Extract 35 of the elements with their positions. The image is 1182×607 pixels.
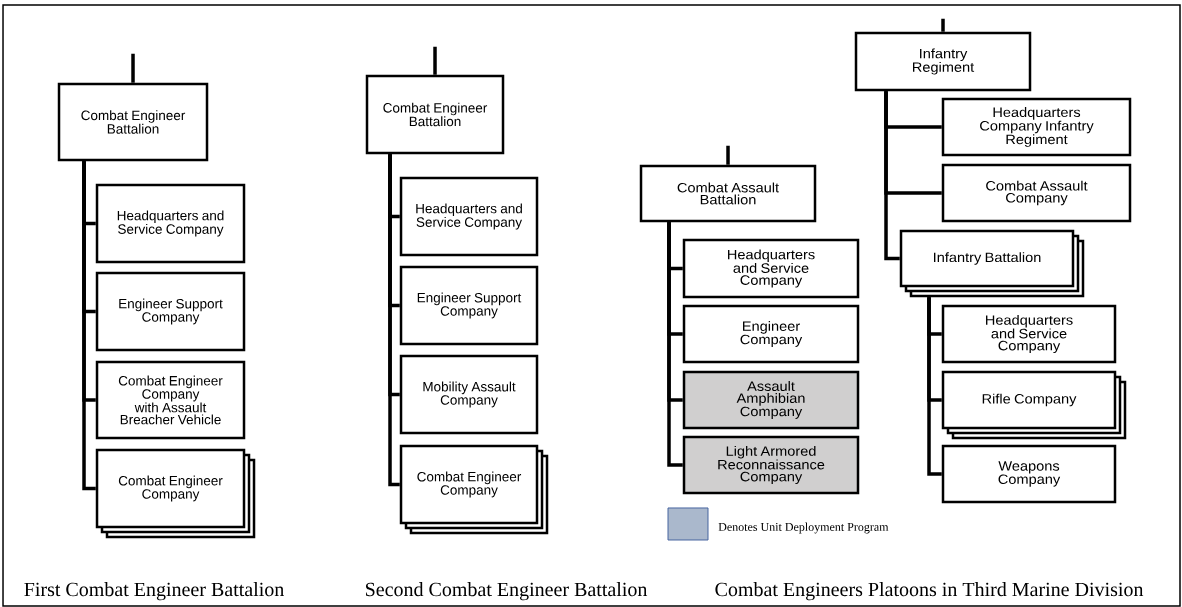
org-box: Weapons Company xyxy=(941,444,1117,504)
connector-line xyxy=(82,161,96,491)
org-box: Combat Engineer Battalion xyxy=(365,74,505,155)
stub-line xyxy=(433,46,437,75)
org-box: Headquarters and Service Company xyxy=(399,176,539,257)
legend-text: Denotes Unit Deployment Program xyxy=(718,522,889,534)
stub-line xyxy=(941,18,945,32)
org-box: Combat Engineer Battalion xyxy=(57,82,209,162)
org-box: Headquarters Company Infantry Regiment xyxy=(941,97,1132,157)
org-box: Engineer Support Company xyxy=(95,271,246,352)
org-box: Headquarters and Service Company xyxy=(95,183,246,264)
stacked-box: Combat Engineer Company xyxy=(95,448,256,539)
stacked-box: Infantry Battalion xyxy=(899,229,1085,298)
org-box: Assault Amphibian Company xyxy=(682,370,860,430)
stub-line xyxy=(131,53,135,83)
org-box: Headquarters and Service Company xyxy=(682,238,860,299)
org-box: Infantry Regiment xyxy=(854,31,1032,92)
org-box: Engineer Company xyxy=(682,304,860,364)
org-box: Light Armored Reconnaissance Company xyxy=(682,435,860,495)
stacked-box: Combat Engineer Company xyxy=(399,444,549,535)
connector-line xyxy=(667,222,683,467)
org-box: Combat Assault Company xyxy=(941,163,1132,223)
org-box: Combat Engineer Company with Assault Breacher Vehicle xyxy=(95,360,246,440)
caption: Second Combat Engineer Battalion xyxy=(366,582,648,601)
connector-line xyxy=(927,297,942,476)
org-box: Engineer Support Company xyxy=(399,265,539,346)
connector-line xyxy=(884,91,900,261)
caption: Combat Engineers Platoons in Third Marine Division xyxy=(715,582,1144,601)
stub-line xyxy=(726,145,730,165)
org-box: Mobility Assault Company xyxy=(399,354,539,435)
stacked-box: Rifle Company xyxy=(941,370,1127,440)
org-box: Headquarters and Service Company xyxy=(941,304,1117,364)
caption: First Combat Engineer Battalion xyxy=(24,582,284,601)
connector-line xyxy=(388,154,400,487)
org-box: Combat Assault Battalion xyxy=(639,164,817,223)
